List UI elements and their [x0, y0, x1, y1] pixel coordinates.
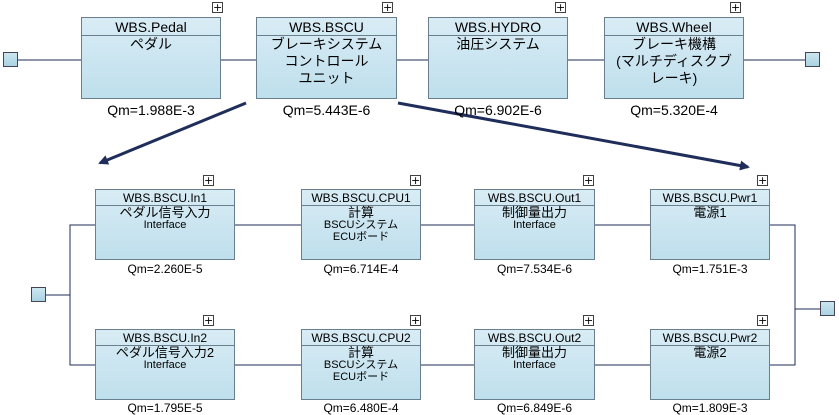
block-qm: Qm=1.751E-3 [672, 262, 748, 276]
block-desc-line: 計算 [347, 345, 374, 360]
block-desc-line: 制御量出力 [501, 205, 567, 220]
block-desc-line: ペダル信号入力 [119, 205, 211, 220]
expand-icon[interactable]: + [410, 314, 421, 327]
block-desc-line: ユニット [298, 70, 355, 86]
expand-icon[interactable]: + [757, 174, 768, 187]
bscu-output-port[interactable] [820, 301, 835, 316]
block-qm: Qm=2.260E-5 [127, 262, 203, 276]
block-desc-line: 油圧システム [456, 36, 540, 52]
expand-icon[interactable]: + [203, 174, 214, 187]
block-desc-line: ペダル [130, 36, 172, 52]
expand-icon[interactable]: + [410, 174, 421, 187]
block-desc-line: ブレーキ機構 [632, 36, 716, 52]
expand-icon[interactable]: + [382, 1, 393, 14]
block-id: WBS.BSCU.CPU1 [311, 191, 411, 205]
block-qm: Qm=6.714E-4 [323, 262, 399, 276]
block-desc-line: コントロール [284, 53, 369, 69]
expand-icon[interactable]: + [212, 1, 223, 14]
block-desc-line: レーキ) [650, 70, 698, 86]
block-wbs-bscu-cpu1[interactable]: WBS.BSCU.CPU1 計算 BSCUシステム ECUボード [301, 189, 421, 260]
block-desc-line: BSCUシステム [323, 359, 399, 371]
block-qm: Qm=5.443E-6 [282, 102, 371, 118]
block-id: WBS.BSCU.Out2 [487, 331, 582, 345]
block-wbs-wheel[interactable]: WBS.Wheel ブレーキ機構 (マルチディスクブ レーキ) [604, 17, 744, 99]
expand-icon[interactable]: + [757, 314, 768, 327]
block-desc-line: 電源1 [693, 205, 727, 220]
block-id: WBS.BSCU.Out1 [487, 191, 582, 205]
block-desc-line: (マルチディスクブ [616, 53, 732, 69]
block-desc-line: ブレーキシステム [270, 36, 383, 52]
expand-icon[interactable]: + [730, 1, 741, 14]
block-qm: Qm=1.809E-3 [672, 401, 748, 415]
expand-icon[interactable]: + [203, 314, 214, 327]
block-wbs-bscu-in2[interactable]: WBS.BSCU.In2 ペダル信号入力2 Interface [95, 329, 235, 400]
block-desc-line: Interface [513, 359, 556, 371]
expand-icon[interactable]: + [583, 174, 594, 187]
block-desc-line: ECUボード [332, 231, 390, 243]
block-wbs-pedal[interactable]: WBS.Pedal ペダル [81, 17, 221, 99]
block-id: WBS.Pedal [115, 19, 187, 35]
expand-icon[interactable]: + [583, 314, 594, 327]
block-wbs-bscu-pwr1[interactable]: WBS.BSCU.Pwr1 電源1 [650, 189, 770, 260]
block-qm: Qm=6.480E-4 [323, 401, 399, 415]
block-desc-line: Interface [143, 359, 187, 371]
block-desc-line: ECUボード [332, 371, 390, 383]
block-wbs-bscu-in1[interactable]: WBS.BSCU.In1 ペダル信号入力 Interface [95, 189, 235, 260]
block-qm: Qm=7.534E-6 [496, 262, 573, 276]
block-desc-line: 制御量出力 [501, 345, 567, 360]
block-id: WBS.BSCU [289, 19, 364, 35]
block-wbs-bscu-out2[interactable]: WBS.BSCU.Out2 制御量出力 Interface [474, 329, 595, 400]
refinement-arrows [98, 101, 750, 171]
bscu-input-port[interactable] [31, 287, 46, 302]
block-desc-line: 計算 [347, 205, 374, 220]
block-desc-line: Interface [513, 219, 556, 231]
block-wbs-bscu-out1[interactable]: WBS.BSCU.Out1 制御量出力 Interface [474, 189, 595, 260]
block-wbs-hydro[interactable]: WBS.HYDRO 油圧システム [428, 17, 568, 99]
block-desc-line: ペダル信号入力2 [115, 345, 215, 360]
block-desc-line: BSCUシステム [323, 219, 399, 231]
block-id: WBS.HYDRO [454, 19, 542, 35]
block-id: WBS.BSCU.Pwr2 [662, 331, 758, 345]
block-wbs-bscu[interactable]: WBS.BSCU ブレーキシステム コントロール ユニット [256, 17, 397, 99]
block-id: WBS.BSCU.Pwr1 [662, 191, 758, 205]
top-input-port[interactable] [3, 52, 18, 67]
block-wbs-bscu-cpu2[interactable]: WBS.BSCU.CPU2 計算 BSCUシステム ECUボード [301, 329, 421, 400]
block-qm: Qm=6.902E-6 [454, 102, 542, 118]
block-id: WBS.BSCU.In1 [122, 191, 208, 205]
block-desc-line: Interface [143, 219, 187, 231]
block-desc-line: 電源2 [693, 345, 727, 360]
block-id: WBS.BSCU.In2 [122, 331, 208, 345]
top-output-port[interactable] [805, 52, 820, 67]
block-qm: Qm=6.849E-6 [496, 401, 573, 415]
block-qm: Qm=5.320E-4 [630, 102, 718, 118]
block-qm: Qm=1.988E-3 [107, 102, 195, 118]
expand-icon[interactable]: + [555, 1, 566, 14]
block-id: WBS.Wheel [636, 19, 712, 35]
block-wbs-bscu-pwr2[interactable]: WBS.BSCU.Pwr2 電源2 [650, 329, 770, 400]
channel-wires [46, 224, 820, 366]
block-qm: Qm=1.795E-5 [127, 401, 203, 415]
block-id: WBS.BSCU.CPU2 [311, 331, 411, 345]
